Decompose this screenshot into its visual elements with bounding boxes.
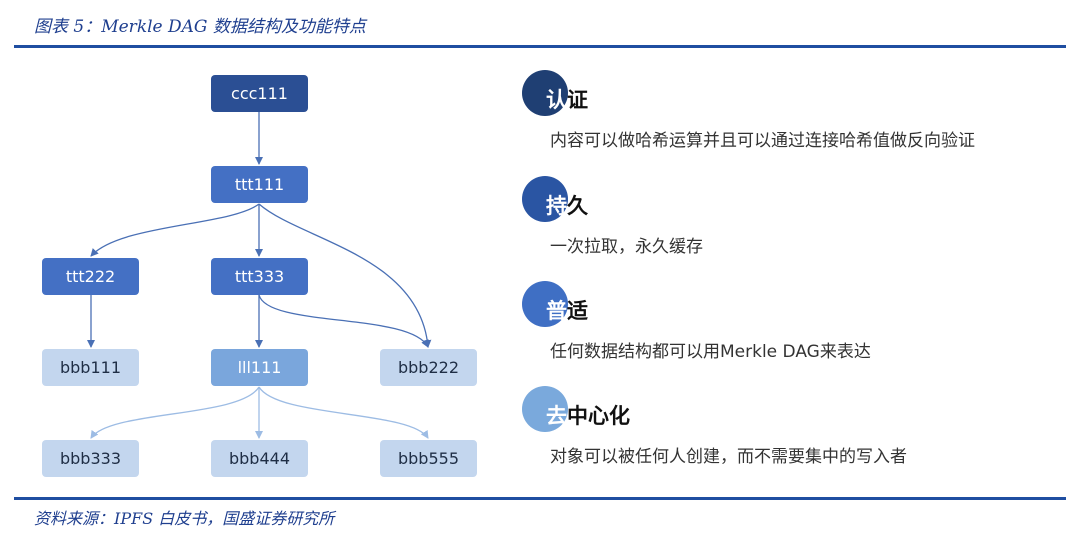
- feature-bubble: [522, 281, 568, 327]
- edge-ttt111-ttt222: [90, 203, 260, 257]
- node-ttt222: ttt222: [42, 258, 139, 295]
- feature-bubble: [522, 176, 568, 222]
- bottom-rule: [14, 497, 1066, 500]
- node-bbb333: bbb333: [42, 440, 139, 477]
- feature-title: 普适: [546, 299, 588, 323]
- edge-ttt333-bbb222: [258, 294, 429, 348]
- feature-bubble: [522, 70, 568, 116]
- node-bbb555: bbb555: [380, 440, 477, 477]
- edge-lll111-bbb333: [90, 386, 260, 439]
- feature-description: 任何数据结构都可以用Merkle DAG来表达: [550, 342, 871, 362]
- feature-title: 去中心化: [546, 404, 630, 428]
- figure-caption: 图表 5：Merkle DAG 数据结构及功能特点: [34, 17, 366, 37]
- node-bbb111: bbb111: [42, 349, 139, 386]
- feature-title: 认证: [546, 88, 588, 112]
- feature-bubble: [522, 386, 568, 432]
- top-rule: [14, 45, 1066, 48]
- feature-description: 对象可以被任何人创建，而不需要集中的写入者: [550, 447, 907, 467]
- edge-lll111-bbb555: [258, 386, 429, 439]
- feature-title: 持久: [546, 194, 588, 218]
- node-lll111: lll111: [211, 349, 308, 386]
- source-note: 资料来源：IPFS 白皮书，国盛证券研究所: [34, 509, 335, 528]
- edge-ttt111-bbb222: [258, 203, 432, 348]
- node-bbb444: bbb444: [211, 440, 308, 477]
- feature-description: 一次拉取，永久缓存: [550, 237, 703, 257]
- node-ccc111: ccc111: [211, 75, 308, 112]
- node-ttt333: ttt333: [211, 258, 308, 295]
- feature-description: 内容可以做哈希运算并且可以通过连接哈希值做反向验证: [550, 131, 975, 151]
- node-bbb222: bbb222: [380, 349, 477, 386]
- node-ttt111: ttt111: [211, 166, 308, 203]
